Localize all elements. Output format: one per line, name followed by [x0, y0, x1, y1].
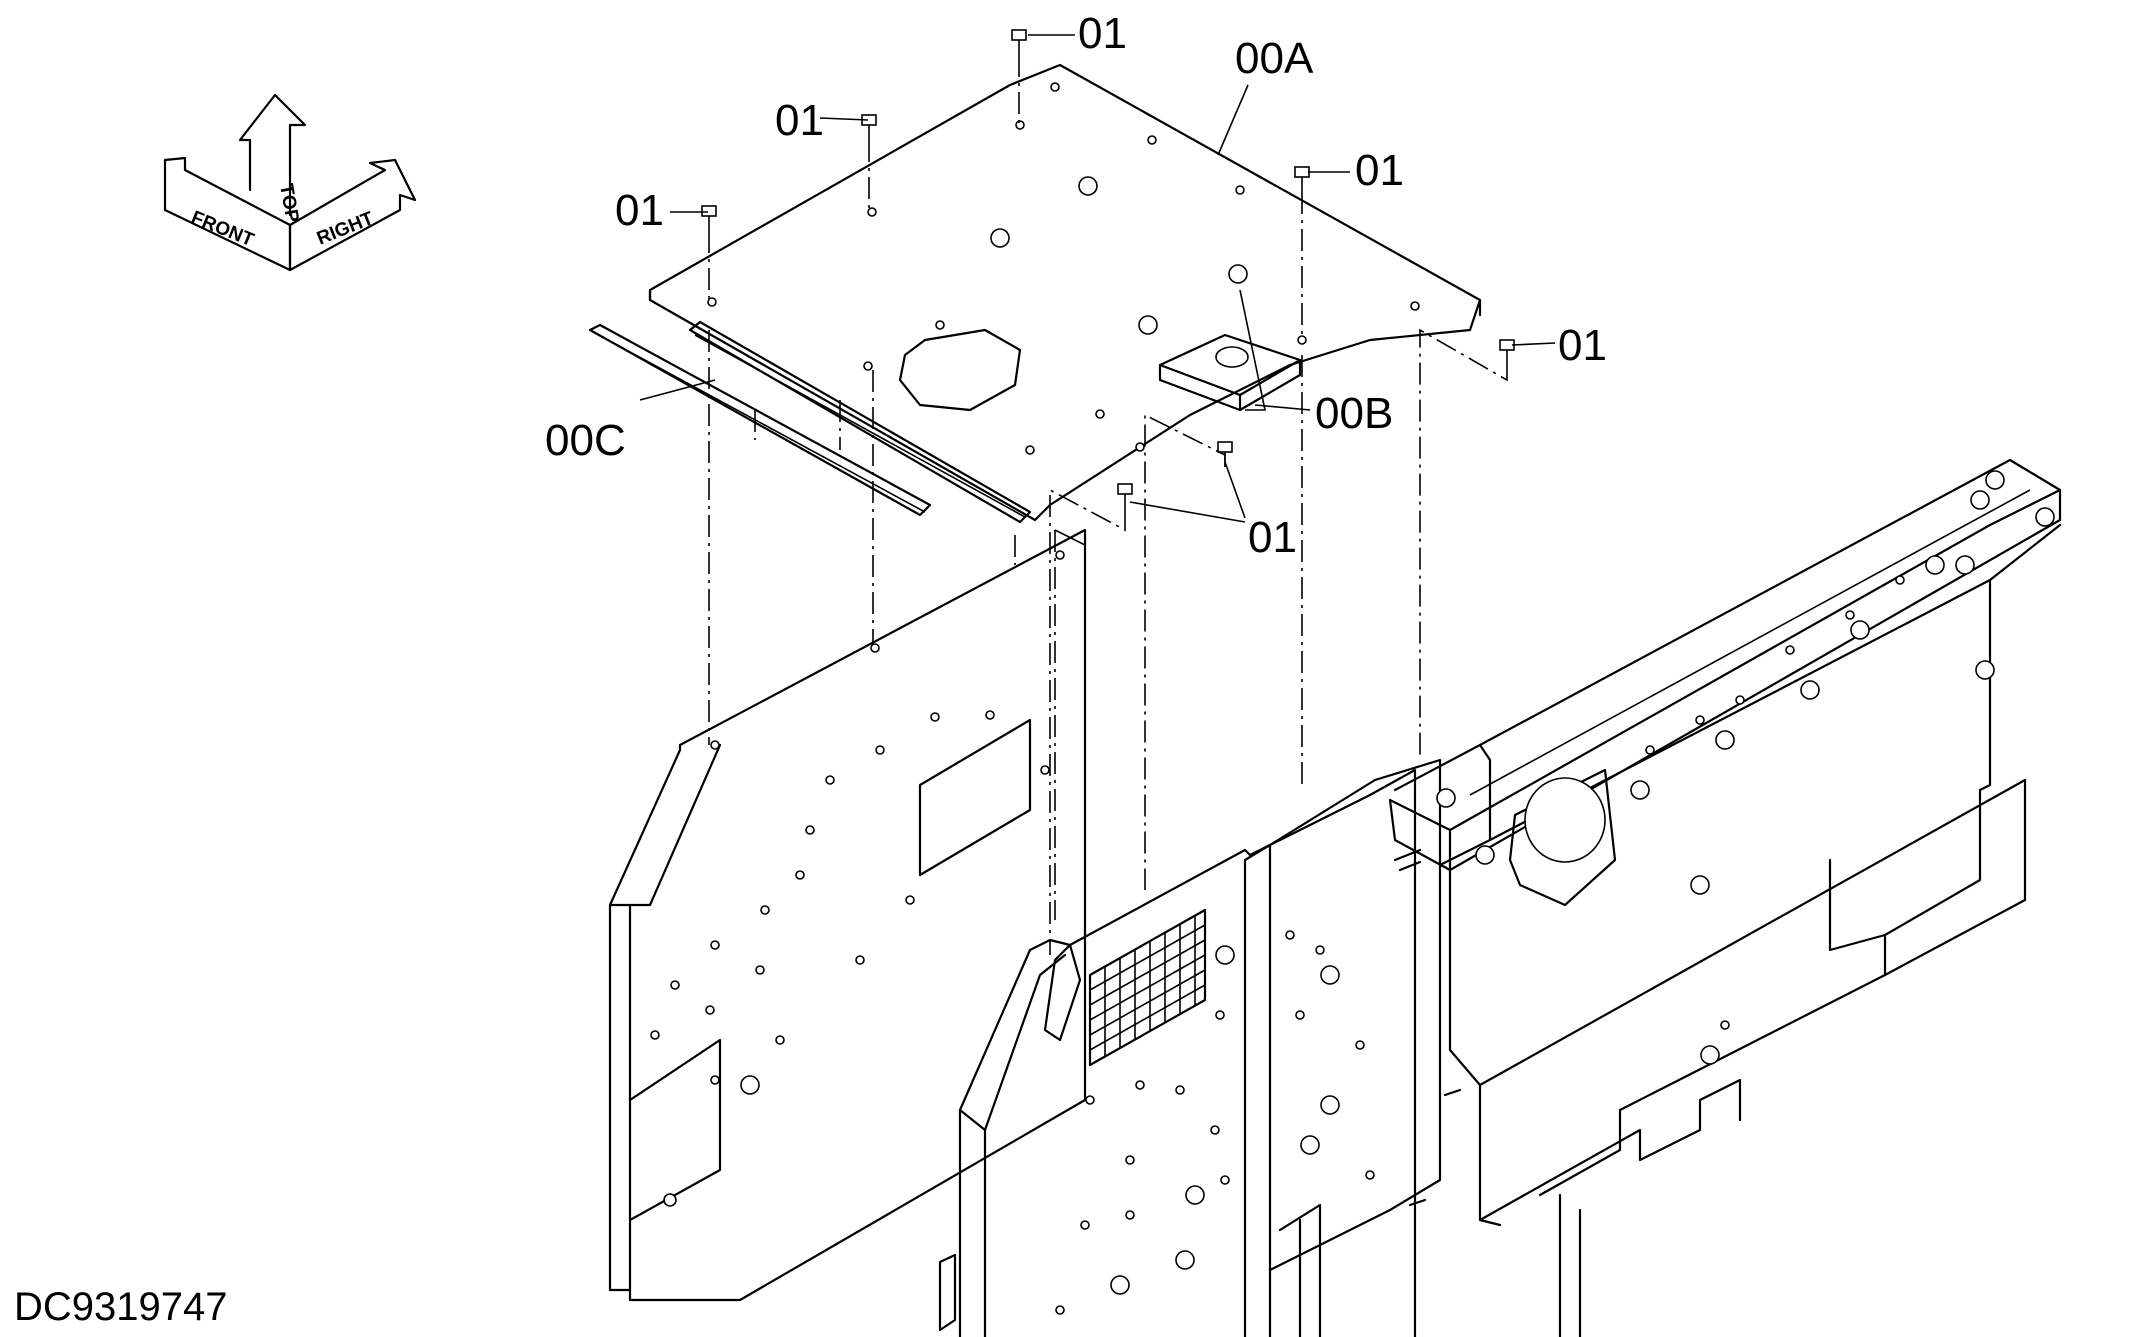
callout-01-upper-left: 01 [775, 96, 824, 145]
callout-01-bottom: 01 [1248, 513, 1297, 562]
callout-00C: 00C [545, 416, 626, 465]
callout-00B: 00B [1315, 389, 1393, 438]
top-cover-plate [648, 63, 1482, 522]
top-label: TOP [275, 182, 302, 224]
block-00B [1158, 333, 1302, 412]
front-arrow-icon [163, 156, 292, 272]
front-label: FRONT [188, 207, 257, 251]
octagon-opening [898, 328, 1022, 412]
middle-divider-panel [1243, 758, 1442, 1337]
right-label: RIGHT [314, 208, 377, 250]
orientation-indicator: FRONT TOP RIGHT [163, 93, 417, 272]
alignment-lines [708, 55, 1508, 955]
callout-01-right: 01 [1558, 321, 1607, 370]
document-id: DC9319747 [14, 1285, 228, 1329]
callout-00A: 00A [1235, 34, 1314, 83]
leader-lines [639, 34, 1556, 523]
callout-01-upper-right: 01 [1355, 146, 1404, 195]
right-arrow-icon [288, 158, 417, 272]
front-center-panel [938, 768, 1417, 1337]
ventilation-grille [1088, 908, 1207, 1067]
seal-strip-00C [588, 320, 1032, 524]
callout-labels: 01 01 01 01 01 01 00A 00B 00C [545, 9, 1607, 562]
callout-01-top: 01 [1078, 9, 1127, 58]
top-arrow-icon [238, 93, 307, 217]
right-frame-assembly [1388, 458, 2062, 1337]
callout-01-left: 01 [615, 186, 664, 235]
left-side-panel [608, 528, 1087, 1302]
